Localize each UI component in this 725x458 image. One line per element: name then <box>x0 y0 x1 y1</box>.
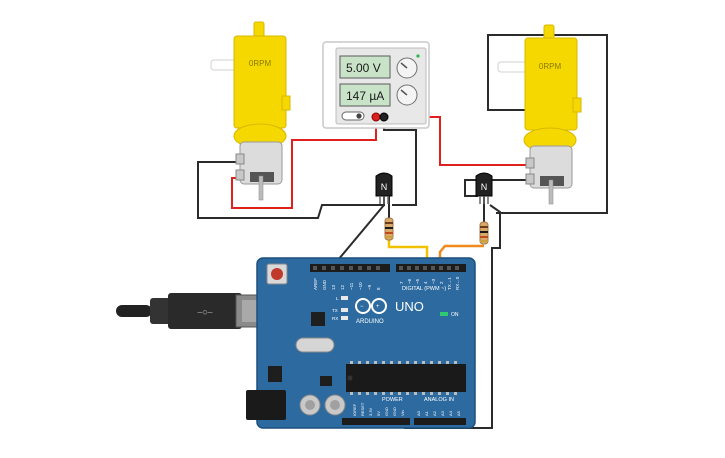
l-led-label: L <box>336 296 339 301</box>
pin-label: A3 <box>440 410 445 416</box>
usb-icon: ⎯⚬⎯ <box>198 307 213 318</box>
wire-yellow-signal[interactable] <box>387 238 429 265</box>
on-led <box>440 312 448 316</box>
motor-right[interactable]: 0RPM <box>497 24 582 205</box>
pin-label: A4 <box>448 410 453 416</box>
pin-label: TX→1 <box>447 277 452 290</box>
svg-text:+: + <box>376 304 380 310</box>
motor-left[interactable]: 0RPM <box>210 21 291 201</box>
motor-right-rpm-label: 0RPM <box>539 62 562 71</box>
resistor-left[interactable] <box>384 217 394 241</box>
l-led <box>341 296 348 300</box>
pin-label: ~3 <box>431 278 436 284</box>
pin-label: GND <box>322 279 327 290</box>
on-led-label: ON <box>451 312 459 318</box>
pin-label: 8 <box>376 287 381 290</box>
arduino-model: UNO <box>395 299 424 314</box>
arduino-logo: − + <box>355 298 387 314</box>
pin-label: 5V <box>376 411 381 416</box>
transistor-right-label: N <box>481 182 488 192</box>
pin-label: ~9 <box>367 284 372 290</box>
arduino-uno[interactable]: AREF GND 13 12 ~11 ~10 ~9 8 7 ~6 ~5 4 ~3… <box>246 257 476 429</box>
transistor-left-label: N <box>381 182 388 192</box>
rx-led <box>341 316 348 320</box>
analog-label: ANALOG IN <box>424 397 454 403</box>
wire-black-gnd-left[interactable] <box>337 204 385 265</box>
pin-label: 7 <box>399 281 404 284</box>
pin-label: ~10 <box>358 282 363 290</box>
atmega-chip <box>346 364 466 392</box>
reset-button[interactable] <box>271 268 283 280</box>
current-display <box>339 83 391 107</box>
transistor-left[interactable]: N <box>375 172 393 204</box>
power-header[interactable] <box>342 418 410 425</box>
pin-label: ~6 <box>407 278 412 284</box>
digital-header-label: DIGITAL (PWM ~) <box>402 286 446 292</box>
tx-led <box>341 308 348 312</box>
pin-label: A1 <box>424 410 429 416</box>
power-supply[interactable]: 5.00 V 147 µA <box>322 41 430 129</box>
pin-label: 2 <box>439 281 444 284</box>
resistor-right[interactable] <box>479 221 489 245</box>
pin-label: Vin <box>400 410 405 416</box>
current-readout: 147 µA <box>346 89 384 103</box>
motor-right-gearbox <box>524 37 578 131</box>
pin-label: 12 <box>340 284 345 290</box>
pin-label: ~5 <box>415 278 420 284</box>
motor-left-rpm-label: 0RPM <box>249 59 272 68</box>
usb-chip <box>311 312 325 326</box>
pin-label: RX←0 <box>455 276 460 290</box>
pin-label: A5 <box>456 410 461 416</box>
arduino-brand: ARDUINO <box>356 319 384 325</box>
voltage-display <box>339 55 391 79</box>
voltage-readout: 5.00 V <box>346 61 381 75</box>
pin-label: 4 <box>423 281 428 284</box>
voltage-regulator <box>268 366 282 382</box>
pin-label: GND <box>392 407 397 416</box>
rx-led-label: RX <box>332 316 338 321</box>
tx-led-label: TX <box>332 308 338 313</box>
crystal-oscillator <box>295 337 335 353</box>
analog-header[interactable] <box>414 418 466 425</box>
pin-label: AREF <box>313 278 318 290</box>
psu-positive-terminal[interactable] <box>371 112 381 122</box>
pin-label: 13 <box>331 284 336 290</box>
transistor-right[interactable]: N <box>475 172 493 204</box>
wire-red-left-motor[interactable] <box>231 117 377 209</box>
motor-left-gearbox <box>233 35 287 129</box>
pin-label: A2 <box>432 410 437 416</box>
pin-label: 3.3V <box>368 407 373 416</box>
wire-black-right-motor-lower[interactable] <box>464 179 528 197</box>
svg-text:−: − <box>360 304 364 310</box>
pin-label: RESET <box>360 402 365 416</box>
pin-label: IOREF <box>352 403 357 416</box>
pin-label: GND <box>384 407 389 416</box>
power-label: POWER <box>382 397 403 403</box>
barrel-jack <box>246 390 286 420</box>
pin-label: A0 <box>416 410 421 416</box>
pin-label: ~11 <box>349 282 354 290</box>
psu-negative-terminal[interactable] <box>379 112 389 122</box>
